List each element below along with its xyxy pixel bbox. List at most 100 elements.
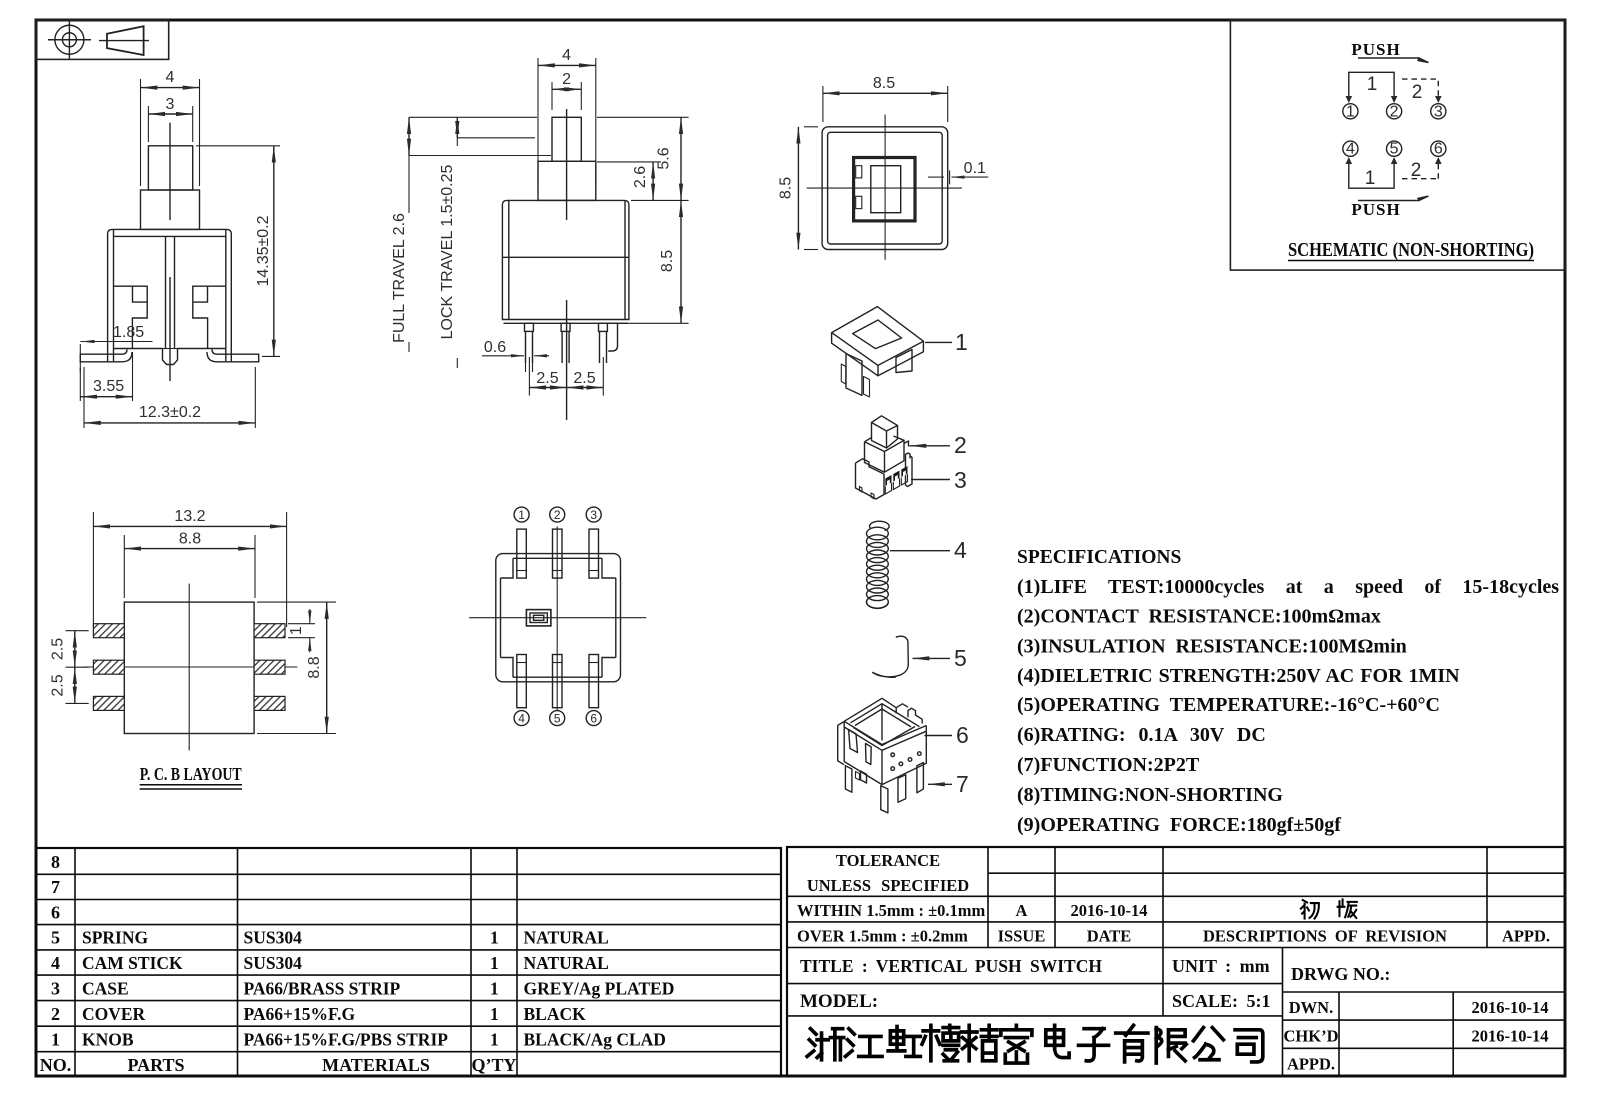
svg-text:4: 4 — [562, 47, 571, 64]
svg-text:7: 7 — [51, 877, 60, 897]
svg-text:1: 1 — [1346, 103, 1355, 120]
svg-text:12.3±0.2: 12.3±0.2 — [139, 404, 201, 421]
svg-text:BLACK/Ag CLAD: BLACK/Ag CLAD — [524, 1029, 666, 1049]
svg-text:2.5: 2.5 — [536, 370, 558, 387]
svg-text:NATURAL: NATURAL — [524, 953, 609, 973]
svg-text:(1)LIFE TEST:10000cycles at a: (1)LIFE TEST:10000cycles at a speed of 1… — [1017, 576, 1559, 598]
svg-text:CAM STICK: CAM STICK — [82, 953, 183, 973]
svg-text:4: 4 — [954, 537, 967, 563]
svg-text:13.2: 13.2 — [174, 508, 205, 525]
svg-text:2.5: 2.5 — [50, 674, 67, 696]
svg-text:2: 2 — [1390, 103, 1399, 120]
svg-text:(9)OPERATING FORCE:180gf±50gf: (9)OPERATING FORCE:180gf±50gf — [1017, 814, 1341, 836]
svg-text:DESCRIPTIONS OF REVISION: DESCRIPTIONS OF REVISION — [1203, 927, 1447, 946]
svg-text:PUSH: PUSH — [1351, 40, 1400, 59]
svg-text:2: 2 — [51, 1004, 60, 1024]
svg-text:(4)DIELETRIC STRENGTH:250V AC: (4)DIELETRIC STRENGTH:250V AC FOR 1MIN — [1017, 665, 1460, 687]
svg-text:OVER 1.5mm : ±0.2mm: OVER 1.5mm : ±0.2mm — [797, 927, 968, 946]
svg-text:LOCK TRAVEL 1.5±0.25: LOCK TRAVEL 1.5±0.25 — [439, 165, 456, 340]
svg-text:4: 4 — [518, 712, 525, 726]
svg-text:NATURAL: NATURAL — [524, 928, 609, 948]
svg-text:ISSUE: ISSUE — [998, 927, 1046, 946]
svg-text:SPECIFICATIONS: SPECIFICATIONS — [1017, 547, 1181, 568]
svg-text:5: 5 — [954, 645, 967, 671]
svg-text:TOLERANCE: TOLERANCE — [836, 851, 940, 870]
svg-text:4: 4 — [1346, 141, 1355, 158]
svg-text:PA66+15%F.G: PA66+15%F.G — [244, 1004, 356, 1024]
svg-text:1: 1 — [490, 1029, 499, 1049]
svg-text:6: 6 — [590, 712, 597, 726]
svg-text:SUS304: SUS304 — [244, 953, 303, 973]
svg-text:1: 1 — [490, 978, 499, 998]
svg-text:3: 3 — [954, 467, 967, 493]
svg-text:(3)INSULATION RESISTANCE:100MΩ: (3)INSULATION RESISTANCE:100MΩmin — [1017, 636, 1407, 658]
svg-text:NO.: NO. — [40, 1055, 72, 1075]
svg-text:GREY/Ag PLATED: GREY/Ag PLATED — [524, 978, 675, 998]
svg-text:DRWG NO.:: DRWG NO.: — [1291, 964, 1390, 984]
svg-text:0.1: 0.1 — [964, 160, 986, 177]
svg-text:DWN.: DWN. — [1289, 998, 1333, 1017]
svg-text:(2)CONTACT RESISTANCE:100mΩmax: (2)CONTACT RESISTANCE:100mΩmax — [1017, 606, 1381, 628]
svg-text:7: 7 — [956, 771, 969, 797]
svg-text:8.5: 8.5 — [778, 177, 795, 199]
svg-text:3: 3 — [1434, 103, 1443, 120]
svg-text:8.5: 8.5 — [659, 250, 676, 272]
svg-text:1: 1 — [490, 928, 499, 948]
svg-text:DATE: DATE — [1087, 927, 1132, 946]
svg-text:TITLE : VERTICAL PUSH SWITCH: TITLE : VERTICAL PUSH SWITCH — [800, 956, 1102, 976]
svg-text:2016-10-14: 2016-10-14 — [1472, 998, 1549, 1017]
svg-text:8: 8 — [51, 852, 60, 872]
svg-text:2.5: 2.5 — [50, 638, 67, 660]
svg-text:8.5: 8.5 — [873, 75, 895, 92]
svg-text:2: 2 — [1412, 82, 1423, 103]
svg-text:CASE: CASE — [82, 978, 129, 998]
svg-text:PUSH: PUSH — [1351, 200, 1400, 219]
svg-text:6: 6 — [51, 903, 60, 923]
svg-text:2: 2 — [554, 508, 561, 522]
svg-text:SCALE: 5:1: SCALE: 5:1 — [1172, 991, 1271, 1011]
svg-text:3: 3 — [590, 508, 597, 522]
svg-text:CHK’D: CHK’D — [1284, 1027, 1339, 1046]
svg-text:1: 1 — [490, 953, 499, 973]
svg-text:2: 2 — [954, 432, 967, 458]
svg-text:8.8: 8.8 — [306, 656, 323, 678]
svg-text:PA66+15%F.G/PBS STRIP: PA66+15%F.G/PBS STRIP — [244, 1029, 449, 1049]
svg-text:4: 4 — [166, 69, 175, 86]
svg-text:2.6: 2.6 — [632, 166, 649, 188]
svg-text:MATERIALS: MATERIALS — [322, 1055, 430, 1075]
svg-text:SPRING: SPRING — [82, 928, 149, 948]
svg-text:2016-10-14: 2016-10-14 — [1472, 1027, 1549, 1046]
svg-text:1: 1 — [51, 1029, 60, 1049]
svg-text:5: 5 — [51, 928, 60, 948]
svg-text:1: 1 — [1365, 168, 1376, 189]
svg-text:WITHIN 1.5mm : ±0.1mm: WITHIN 1.5mm : ±0.1mm — [797, 901, 986, 920]
svg-text:5: 5 — [554, 712, 561, 726]
svg-text:(7)FUNCTION:2P2T: (7)FUNCTION:2P2T — [1017, 754, 1200, 776]
svg-text:FULL TRAVEL 2.6: FULL TRAVEL 2.6 — [391, 213, 408, 343]
svg-text:BLACK: BLACK — [524, 1004, 587, 1024]
svg-text:APPD.: APPD. — [1502, 927, 1550, 946]
svg-text:2: 2 — [562, 71, 571, 88]
svg-text:SUS304: SUS304 — [244, 928, 303, 948]
svg-text:2.5: 2.5 — [573, 370, 595, 387]
svg-text:P. C. B LAYOUT: P. C. B LAYOUT — [140, 764, 242, 784]
svg-text:(8)TIMING:NON-SHORTING: (8)TIMING:NON-SHORTING — [1017, 784, 1283, 806]
svg-text:8.8: 8.8 — [179, 531, 201, 548]
svg-text:MODEL:: MODEL: — [800, 991, 878, 1012]
svg-text:3: 3 — [51, 978, 60, 998]
svg-text:6: 6 — [956, 722, 969, 748]
svg-text:5: 5 — [1390, 141, 1399, 158]
svg-text:UNLESS SPECIFIED: UNLESS SPECIFIED — [807, 876, 969, 895]
svg-text:6: 6 — [1434, 141, 1443, 158]
svg-text:5.6: 5.6 — [656, 147, 673, 169]
svg-text:1.85: 1.85 — [113, 324, 144, 341]
svg-text:1: 1 — [955, 329, 968, 355]
svg-text:SCHEMATIC (NON-SHORTING): SCHEMATIC (NON-SHORTING) — [1288, 239, 1534, 261]
svg-text:Q’TY: Q’TY — [472, 1055, 517, 1075]
svg-text:1: 1 — [518, 508, 525, 522]
svg-text:COVER: COVER — [82, 1004, 146, 1024]
svg-text:(6)RATING: 0.1A 30V DC: (6)RATING: 0.1A 30V DC — [1017, 724, 1266, 746]
svg-text:(5)OPERATING TEMPERATURE:-16°C: (5)OPERATING TEMPERATURE:-16°C-+60°C — [1017, 694, 1440, 716]
svg-text:4: 4 — [51, 953, 60, 973]
svg-text:1: 1 — [1367, 74, 1378, 95]
